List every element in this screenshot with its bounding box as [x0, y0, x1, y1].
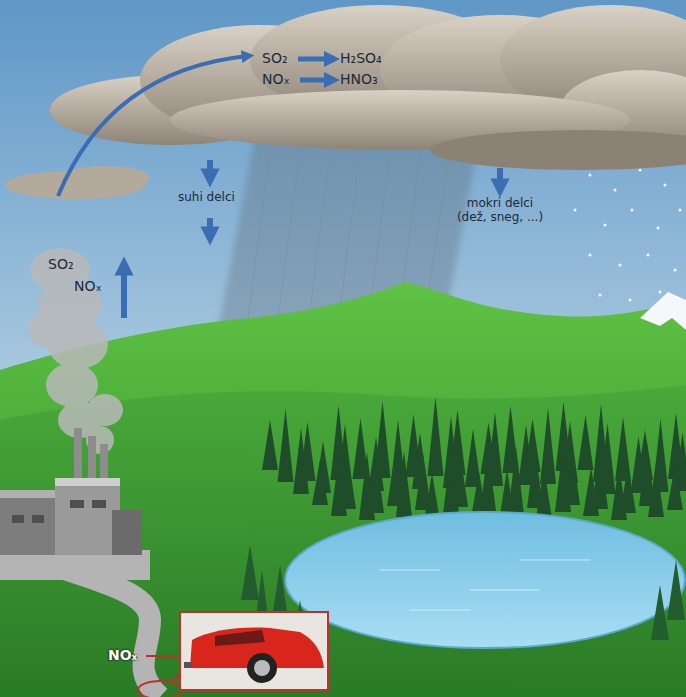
reaction-arrow — [300, 78, 332, 83]
tree — [278, 409, 294, 482]
emission-label: NOₓ — [108, 647, 137, 663]
factory — [0, 428, 142, 555]
emission-arrow — [121, 266, 127, 318]
tree — [396, 451, 412, 517]
tree — [667, 560, 685, 620]
tree — [452, 452, 468, 507]
tree — [536, 468, 552, 519]
transport-arrow — [58, 56, 248, 196]
flow-arrows — [58, 56, 500, 318]
tree — [508, 446, 524, 515]
tree — [480, 449, 496, 511]
tree — [241, 545, 259, 600]
deposition-label: mokri delci (dež, sneg, ...) — [452, 197, 548, 225]
deposition-arrow — [207, 160, 213, 178]
road — [40, 560, 160, 697]
snowy-peak — [640, 292, 686, 330]
emission-label: NOₓ — [74, 278, 102, 294]
tree — [300, 422, 316, 481]
tree — [428, 397, 444, 476]
tree — [312, 460, 328, 505]
car-inset — [138, 612, 328, 697]
small-cloud — [5, 166, 150, 199]
tree — [368, 454, 384, 513]
deposition-arrow — [497, 168, 503, 188]
front-hills — [0, 385, 686, 697]
tree — [592, 444, 608, 509]
formula-label: SO₂ — [262, 50, 288, 66]
tree — [667, 465, 683, 510]
reaction-arrow — [298, 57, 332, 62]
lake-ripples — [380, 560, 590, 610]
emission-label: SO₂ — [48, 256, 74, 272]
tree — [262, 420, 278, 470]
tree — [578, 415, 594, 470]
forest — [262, 397, 686, 522]
formula-label: H₂SO₄ — [340, 50, 382, 66]
lake — [285, 512, 685, 648]
tree — [620, 466, 636, 513]
tree — [564, 447, 580, 505]
formula-label: NOₓ — [262, 71, 290, 87]
tree — [340, 457, 356, 509]
deposition-arrow — [207, 218, 213, 236]
tree — [540, 408, 556, 484]
tree — [525, 419, 541, 472]
deposition-label: suhi delci — [178, 191, 235, 205]
tree — [651, 585, 669, 640]
tree — [648, 463, 664, 517]
smoke — [28, 248, 123, 454]
formula-label: HNO₃ — [340, 71, 378, 87]
mountains — [0, 282, 686, 697]
